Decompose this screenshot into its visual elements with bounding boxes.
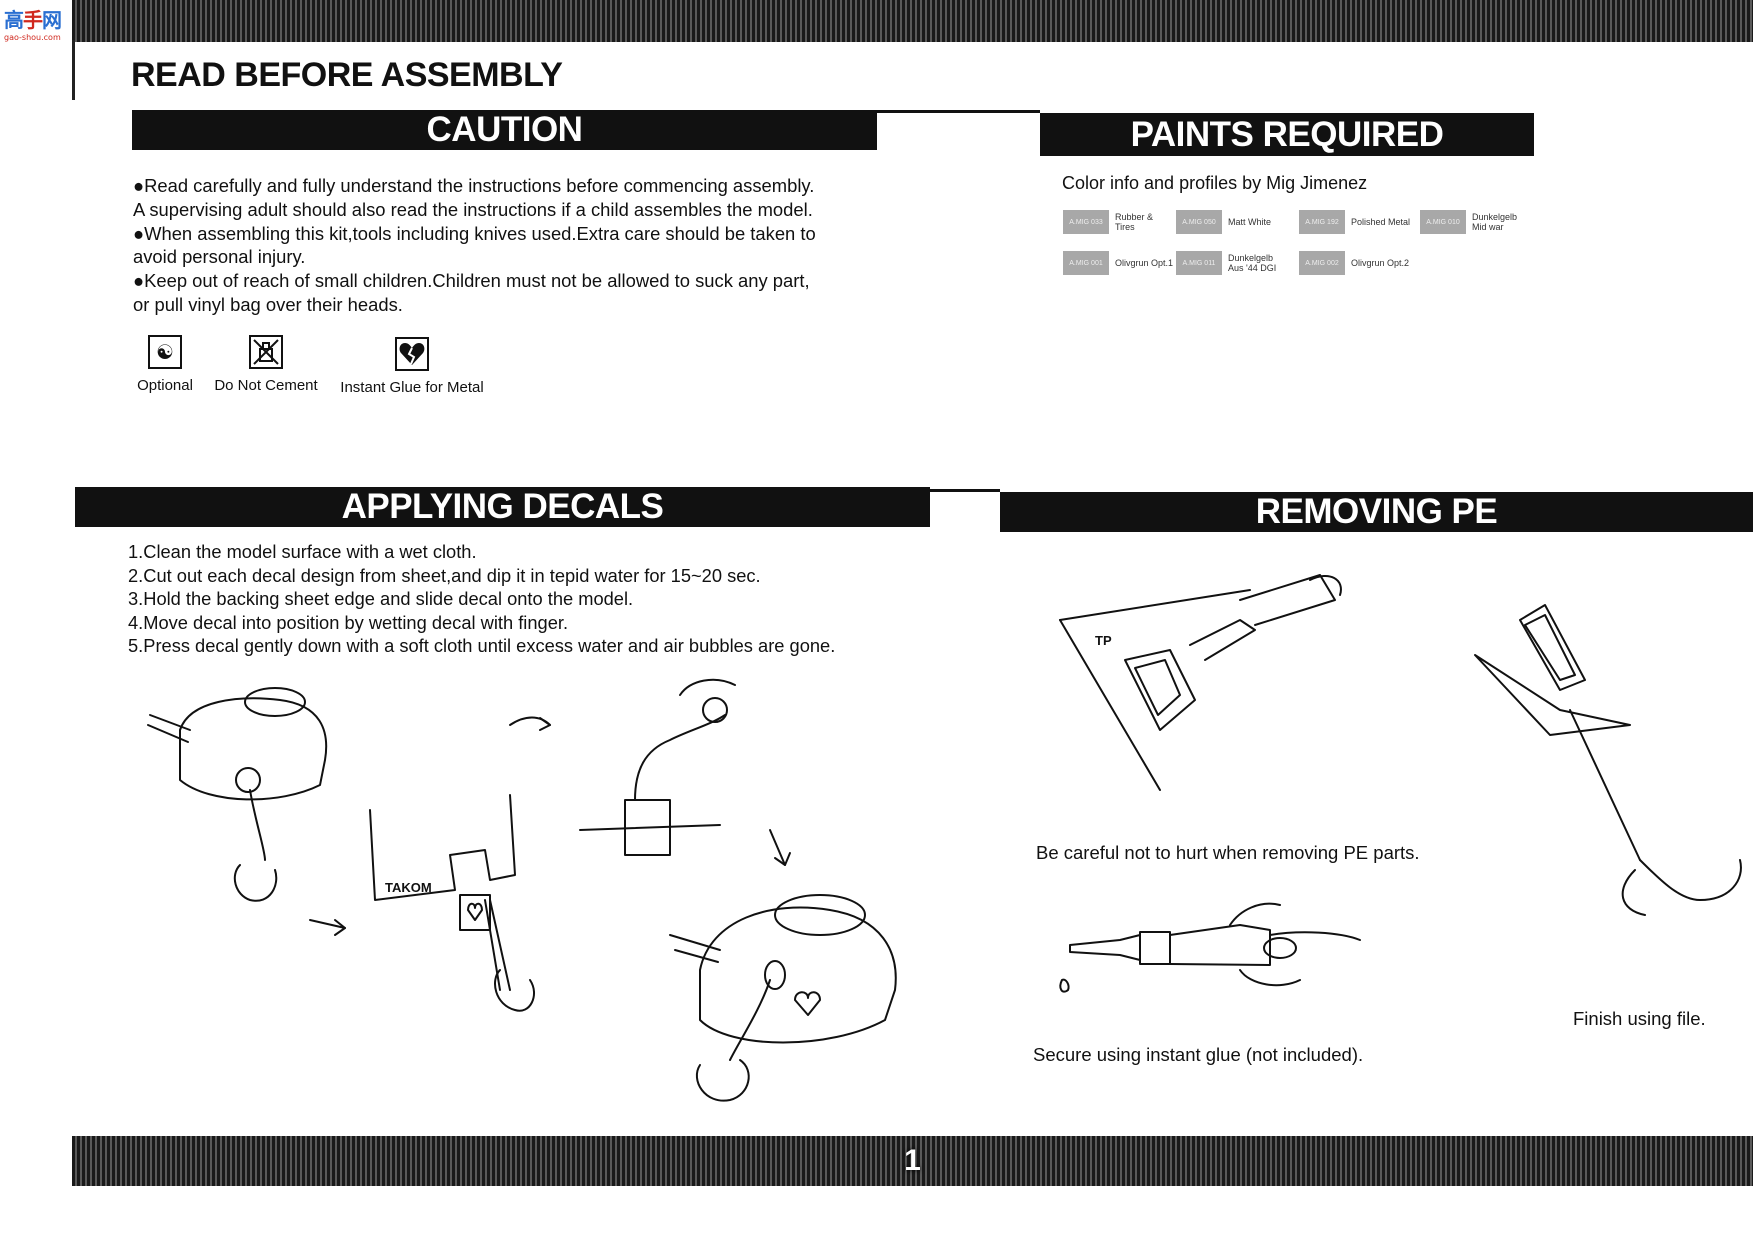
- watermark-logo: 高手网 gao-shou.com: [4, 4, 68, 42]
- paint-name: Matt White: [1228, 217, 1272, 227]
- turret-wipe-drawing: [147, 687, 328, 902]
- pe-caption: Finish using file.: [1573, 1008, 1706, 1029]
- paint-chip: A.MIG 192 Polished Metal: [1299, 208, 1411, 236]
- paint-name: Polished Metal: [1351, 217, 1411, 227]
- binding-edge: [72, 40, 75, 100]
- paint-chip: A.MIG 010 Dunkelgelb Mid war: [1420, 208, 1532, 236]
- turret-apply-drawing: [669, 894, 897, 1102]
- caution-line: ●When assembling this kit,tools includin…: [133, 222, 816, 244]
- paints-heading: PAINTS REQUIRED: [1040, 113, 1534, 156]
- paint-chip: A.MIG 002 Olivgrun Opt.2: [1299, 249, 1411, 277]
- paints-subtitle: Color info and profiles by Mig Jimenez: [1062, 173, 1368, 193]
- legend-label: Optional: [137, 377, 193, 394]
- pe-fret-label: TP: [1095, 633, 1112, 648]
- watermark-char: 高: [4, 10, 24, 32]
- pe-caption: Secure using instant glue (not included)…: [1033, 1044, 1364, 1065]
- page-title: READ BEFORE ASSEMBLY: [131, 56, 563, 94]
- paint-swatch: A.MIG 033: [1063, 210, 1109, 234]
- pe-heading: REMOVING PE: [1000, 492, 1753, 532]
- watermark-char: 网: [42, 10, 62, 32]
- no-cement-icon: [249, 335, 283, 369]
- paint-swatch: A.MIG 001: [1063, 251, 1109, 275]
- paint-chip: A.MIG 011 Dunkelgelb Aus '44 DGI: [1176, 249, 1288, 277]
- legend-do-not-cement: Do Not Cement: [208, 335, 324, 394]
- legend-instant-glue: Instant Glue for Metal: [334, 337, 490, 396]
- decal-sheet-drawing: TAKOM: [369, 794, 535, 1012]
- caution-line: avoid personal injury.: [133, 246, 306, 268]
- decals-steps: 1.Clean the model surface with a wet clo…: [128, 540, 928, 658]
- pe-glue-drawing: [1059, 902, 1361, 993]
- caution-line: or pull vinyl bag over their heads.: [133, 293, 403, 315]
- caution-text: ●Read carefully and fully understand the…: [133, 174, 903, 317]
- page-number: 1: [904, 1144, 921, 1177]
- pe-cut-drawing: TP: [1059, 574, 1342, 791]
- paint-name: Dunkelgelb Mid war: [1472, 212, 1518, 232]
- water-dip-drawing: [579, 678, 736, 856]
- legend-label: Do Not Cement: [214, 377, 318, 394]
- caution-line: ●Keep out of reach of small children.Chi…: [133, 270, 810, 292]
- paint-swatch: A.MIG 050: [1176, 210, 1222, 234]
- paint-swatch: A.MIG 011: [1176, 251, 1222, 275]
- divider-line: [877, 110, 1040, 113]
- pe-illustration: TP: [1059, 574, 1742, 993]
- paint-chip: A.MIG 001 Olivgrun Opt.1: [1063, 249, 1175, 277]
- decal-step: 3.Hold the backing sheet edge and slide …: [128, 588, 634, 610]
- paint-name: Olivgrun Opt.2: [1351, 258, 1410, 268]
- caution-line: A supervising adult should also read the…: [133, 198, 813, 220]
- decal-step: 5.Press decal gently down with a soft cl…: [128, 635, 836, 657]
- divider-line: [930, 489, 1000, 492]
- top-stripe-border: [72, 0, 1753, 42]
- paint-swatch: A.MIG 192: [1299, 210, 1345, 234]
- legend-label: Instant Glue for Metal: [340, 379, 484, 396]
- paint-chip: A.MIG 050 Matt White: [1176, 208, 1288, 236]
- watermark-char: 手: [23, 10, 43, 32]
- caution-line: ●Read carefully and fully understand the…: [133, 175, 815, 196]
- decal-illustration: TAKOM: [147, 678, 897, 1102]
- sheet-brand: TAKOM: [385, 880, 432, 895]
- decals-heading: APPLYING DECALS: [75, 487, 930, 527]
- decal-step: 1.Clean the model surface with a wet clo…: [128, 541, 477, 562]
- caution-heading: CAUTION: [132, 110, 877, 150]
- pe-file-drawing: [1474, 604, 1742, 916]
- paint-name: Olivgrun Opt.1: [1115, 258, 1174, 268]
- yin-yang-icon: ☯: [148, 335, 182, 369]
- watermark-url: gao-shou.com: [4, 33, 61, 42]
- paint-chip: A.MIG 033 Rubber & Tires: [1063, 208, 1175, 236]
- bottom-stripe-border: 1: [72, 1136, 1753, 1186]
- decal-step: 2.Cut out each decal design from sheet,a…: [128, 564, 761, 586]
- paint-swatch: A.MIG 010: [1420, 210, 1466, 234]
- paint-name: Dunkelgelb Aus '44 DGI: [1228, 253, 1277, 273]
- paint-name: Rubber & Tires: [1115, 212, 1154, 232]
- pe-caption: Be careful not to hurt when removing PE …: [1036, 842, 1420, 863]
- legend-optional: ☯ Optional: [130, 335, 200, 394]
- decal-step: 4.Move decal into position by wetting de…: [128, 611, 569, 633]
- paint-swatch: A.MIG 002: [1299, 251, 1345, 275]
- broken-heart-icon: [395, 337, 429, 371]
